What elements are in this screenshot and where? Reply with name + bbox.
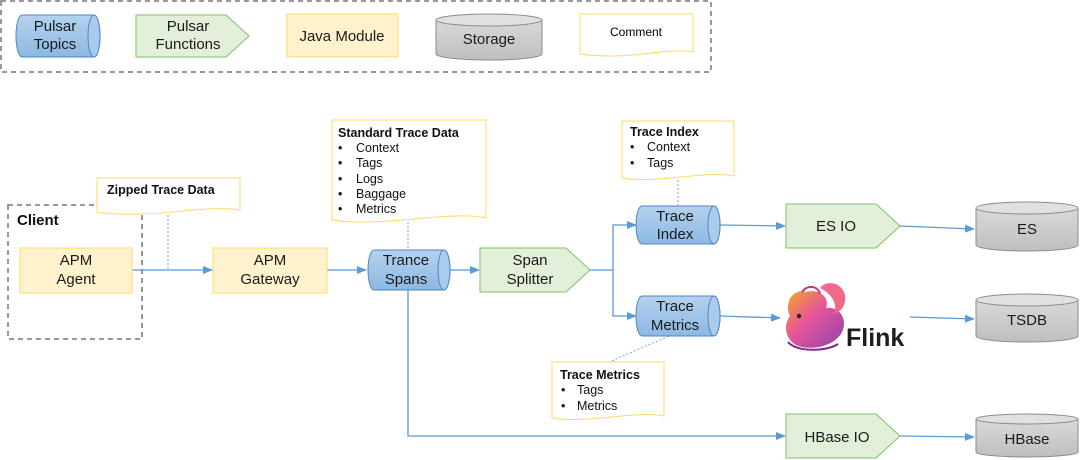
list-item: Tags bbox=[356, 156, 382, 170]
legend-storage-label: Storage bbox=[463, 31, 516, 48]
svg-text:•: • bbox=[630, 140, 634, 154]
arrow-splitter-to-index bbox=[590, 221, 637, 271]
legend-java-module: Java Module bbox=[286, 13, 399, 58]
hbase-storage-label: HBase bbox=[1004, 431, 1049, 448]
arrow-esio-to-es bbox=[899, 224, 975, 233]
arrow-index-to-esio bbox=[719, 221, 786, 230]
arrow-flink-to-tsdb bbox=[909, 314, 975, 323]
list-item: Context bbox=[356, 141, 400, 155]
list-item: Logs bbox=[356, 172, 383, 186]
comment-zipped-trace-data: Zipped Trace Data bbox=[96, 177, 241, 215]
legend-storage: Storage bbox=[435, 13, 543, 61]
list-item: Metrics bbox=[577, 399, 617, 413]
legend-border bbox=[0, 0, 712, 73]
flink-logo[interactable]: Flink bbox=[786, 283, 904, 352]
tsdb-storage[interactable]: TSDB bbox=[975, 293, 1079, 343]
es-io-label: ES IO bbox=[816, 218, 856, 235]
svg-text:•: • bbox=[561, 383, 565, 397]
list-item: Tags bbox=[577, 383, 603, 397]
list-item: Metrics bbox=[356, 202, 396, 216]
connectors bbox=[132, 221, 975, 441]
svg-text:•: • bbox=[338, 156, 342, 170]
es-storage-label: ES bbox=[1017, 221, 1037, 238]
hbase-io-label: HBase IO bbox=[804, 429, 869, 446]
list-item: Context bbox=[647, 140, 691, 154]
hbase-storage[interactable]: HBase bbox=[975, 413, 1079, 458]
standard-trace-data-list: • Context • Tags • Logs • Baggage • Metrics bbox=[338, 141, 406, 216]
standard-trace-data-title: Standard Trace Data bbox=[338, 126, 460, 140]
flink-squirrel-icon bbox=[786, 283, 846, 351]
es-io-function[interactable]: ES IO bbox=[785, 203, 901, 249]
legend-java-module-label: Java Module bbox=[299, 28, 384, 45]
tsdb-storage-label: TSDB bbox=[1007, 312, 1047, 329]
legend-comment-label: Comment bbox=[610, 25, 663, 39]
flink-label: Flink bbox=[846, 324, 904, 352]
list-item: Tags bbox=[647, 156, 673, 170]
comment-trace-metrics: Trace Metrics • Tags • Metrics bbox=[551, 361, 665, 421]
trace-metrics-note-title: Trace Metrics bbox=[560, 368, 640, 382]
client-group: Client bbox=[7, 204, 143, 340]
svg-text:•: • bbox=[338, 141, 342, 155]
arrow-metrics-to-flink bbox=[719, 313, 781, 322]
arrow-hbaseio-to-hbase bbox=[899, 432, 975, 441]
legend-comment: Comment bbox=[579, 13, 694, 57]
svg-text:•: • bbox=[338, 172, 342, 186]
hbase-io-function[interactable]: HBase IO bbox=[785, 413, 901, 459]
svg-text:•: • bbox=[630, 156, 634, 170]
zipped-trace-data-title: Zipped Trace Data bbox=[107, 183, 216, 197]
es-storage[interactable]: ES bbox=[975, 201, 1079, 252]
comment-callouts bbox=[167, 180, 679, 363]
client-title: Client bbox=[17, 212, 59, 229]
comment-standard-trace-data: Standard Trace Data • Context • Tags • Logs… bbox=[331, 119, 487, 223]
arrow-splitter-to-metrics bbox=[612, 270, 637, 320]
client-border bbox=[7, 204, 143, 340]
list-item: Baggage bbox=[356, 187, 406, 201]
svg-text:•: • bbox=[561, 399, 565, 413]
svg-text:•: • bbox=[338, 202, 342, 216]
comment-trace-index: Trace Index • Context • Tags bbox=[621, 120, 735, 181]
trace-index-note-title: Trace Index bbox=[630, 125, 699, 139]
arrow-spans-to-hbaseio bbox=[407, 288, 786, 440]
svg-text:•: • bbox=[338, 187, 342, 201]
